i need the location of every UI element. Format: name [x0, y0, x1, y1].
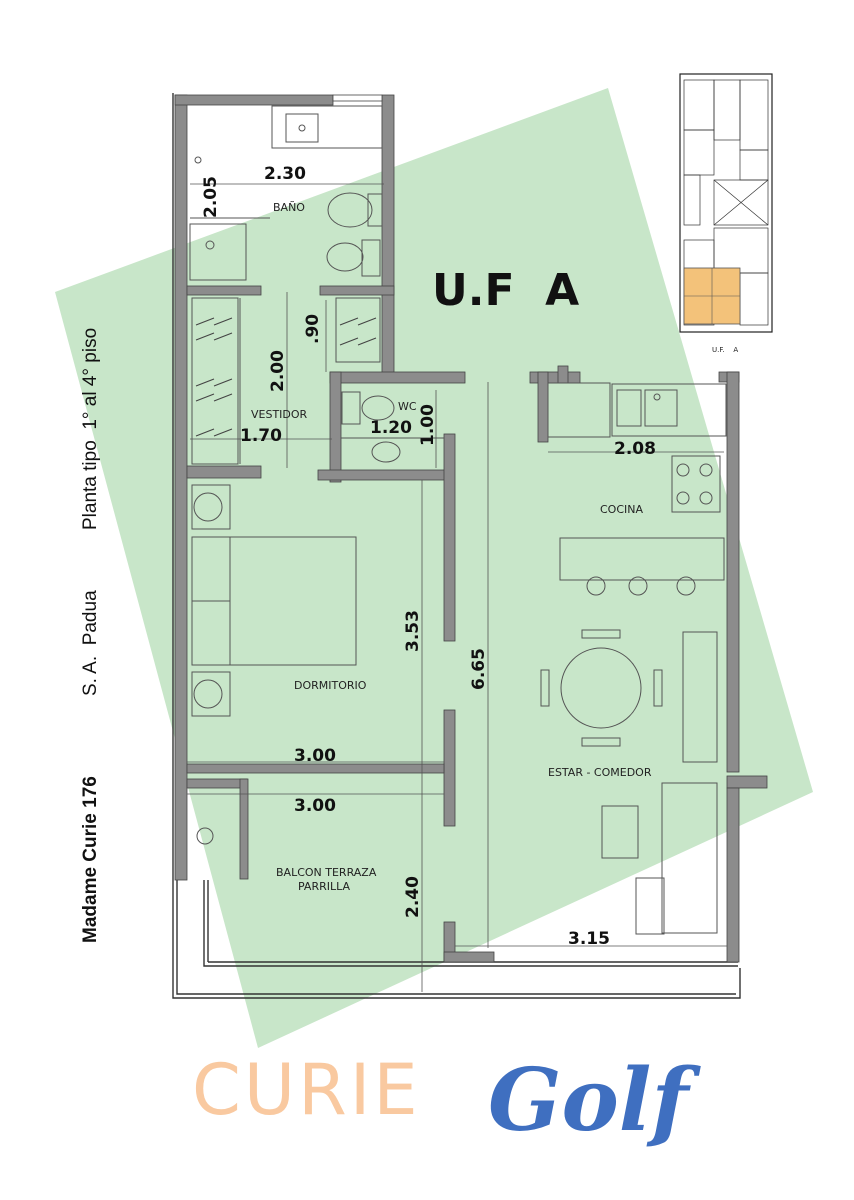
walls [174, 94, 768, 963]
room-cocina: COCINA [600, 503, 643, 516]
dim-balcon-width: 3.00 [294, 796, 336, 816]
dim-bano-width: 2.30 [264, 164, 306, 184]
dim-total-depth: 6.65 [469, 648, 489, 690]
dim-closet-depth: .90 [303, 314, 323, 344]
closet-hangers [195, 317, 377, 437]
fixtures [189, 105, 727, 935]
room-wc: WC [398, 400, 417, 413]
dim-dormitorio-depth: 3.53 [403, 610, 423, 652]
dim-estar-width: 3.15 [568, 929, 610, 949]
dim-dormitorio-width: 3.00 [294, 746, 336, 766]
brand-script: Golf [488, 1050, 701, 1151]
dim-bano-depth: 2.05 [201, 176, 221, 218]
key-plan: U.F. A [679, 73, 773, 354]
room-balcon: BALCON TERRAZA [276, 866, 377, 879]
dim-wc-width: 1.20 [370, 418, 412, 438]
dim-wc-depth: 1.00 [418, 404, 438, 446]
dim-cocina-width: 2.08 [614, 439, 656, 459]
key-plan-label: U.F. A [712, 346, 738, 354]
dim-balcon-depth: 2.40 [403, 876, 423, 918]
side-city: S. A. Padua [80, 590, 101, 696]
room-vestidor: VESTIDOR [251, 408, 308, 421]
side-address: Madame Curie 176 [80, 776, 101, 943]
dim-vestidor-width: 1.70 [240, 426, 282, 446]
room-estar-comedor: ESTAR - COMEDOR [548, 766, 652, 779]
room-bano: BAÑO [273, 201, 305, 214]
dim-vestidor-depth: 2.00 [268, 350, 288, 392]
side-floors: Planta tipo 1° al 4° piso [80, 328, 101, 530]
room-dormitorio: DORMITORIO [294, 679, 367, 692]
unit-title: U.F A [432, 265, 579, 316]
dimension-lines [187, 183, 727, 992]
brand-name: CURIE [192, 1049, 421, 1131]
room-parrilla: PARRILLA [298, 880, 350, 893]
